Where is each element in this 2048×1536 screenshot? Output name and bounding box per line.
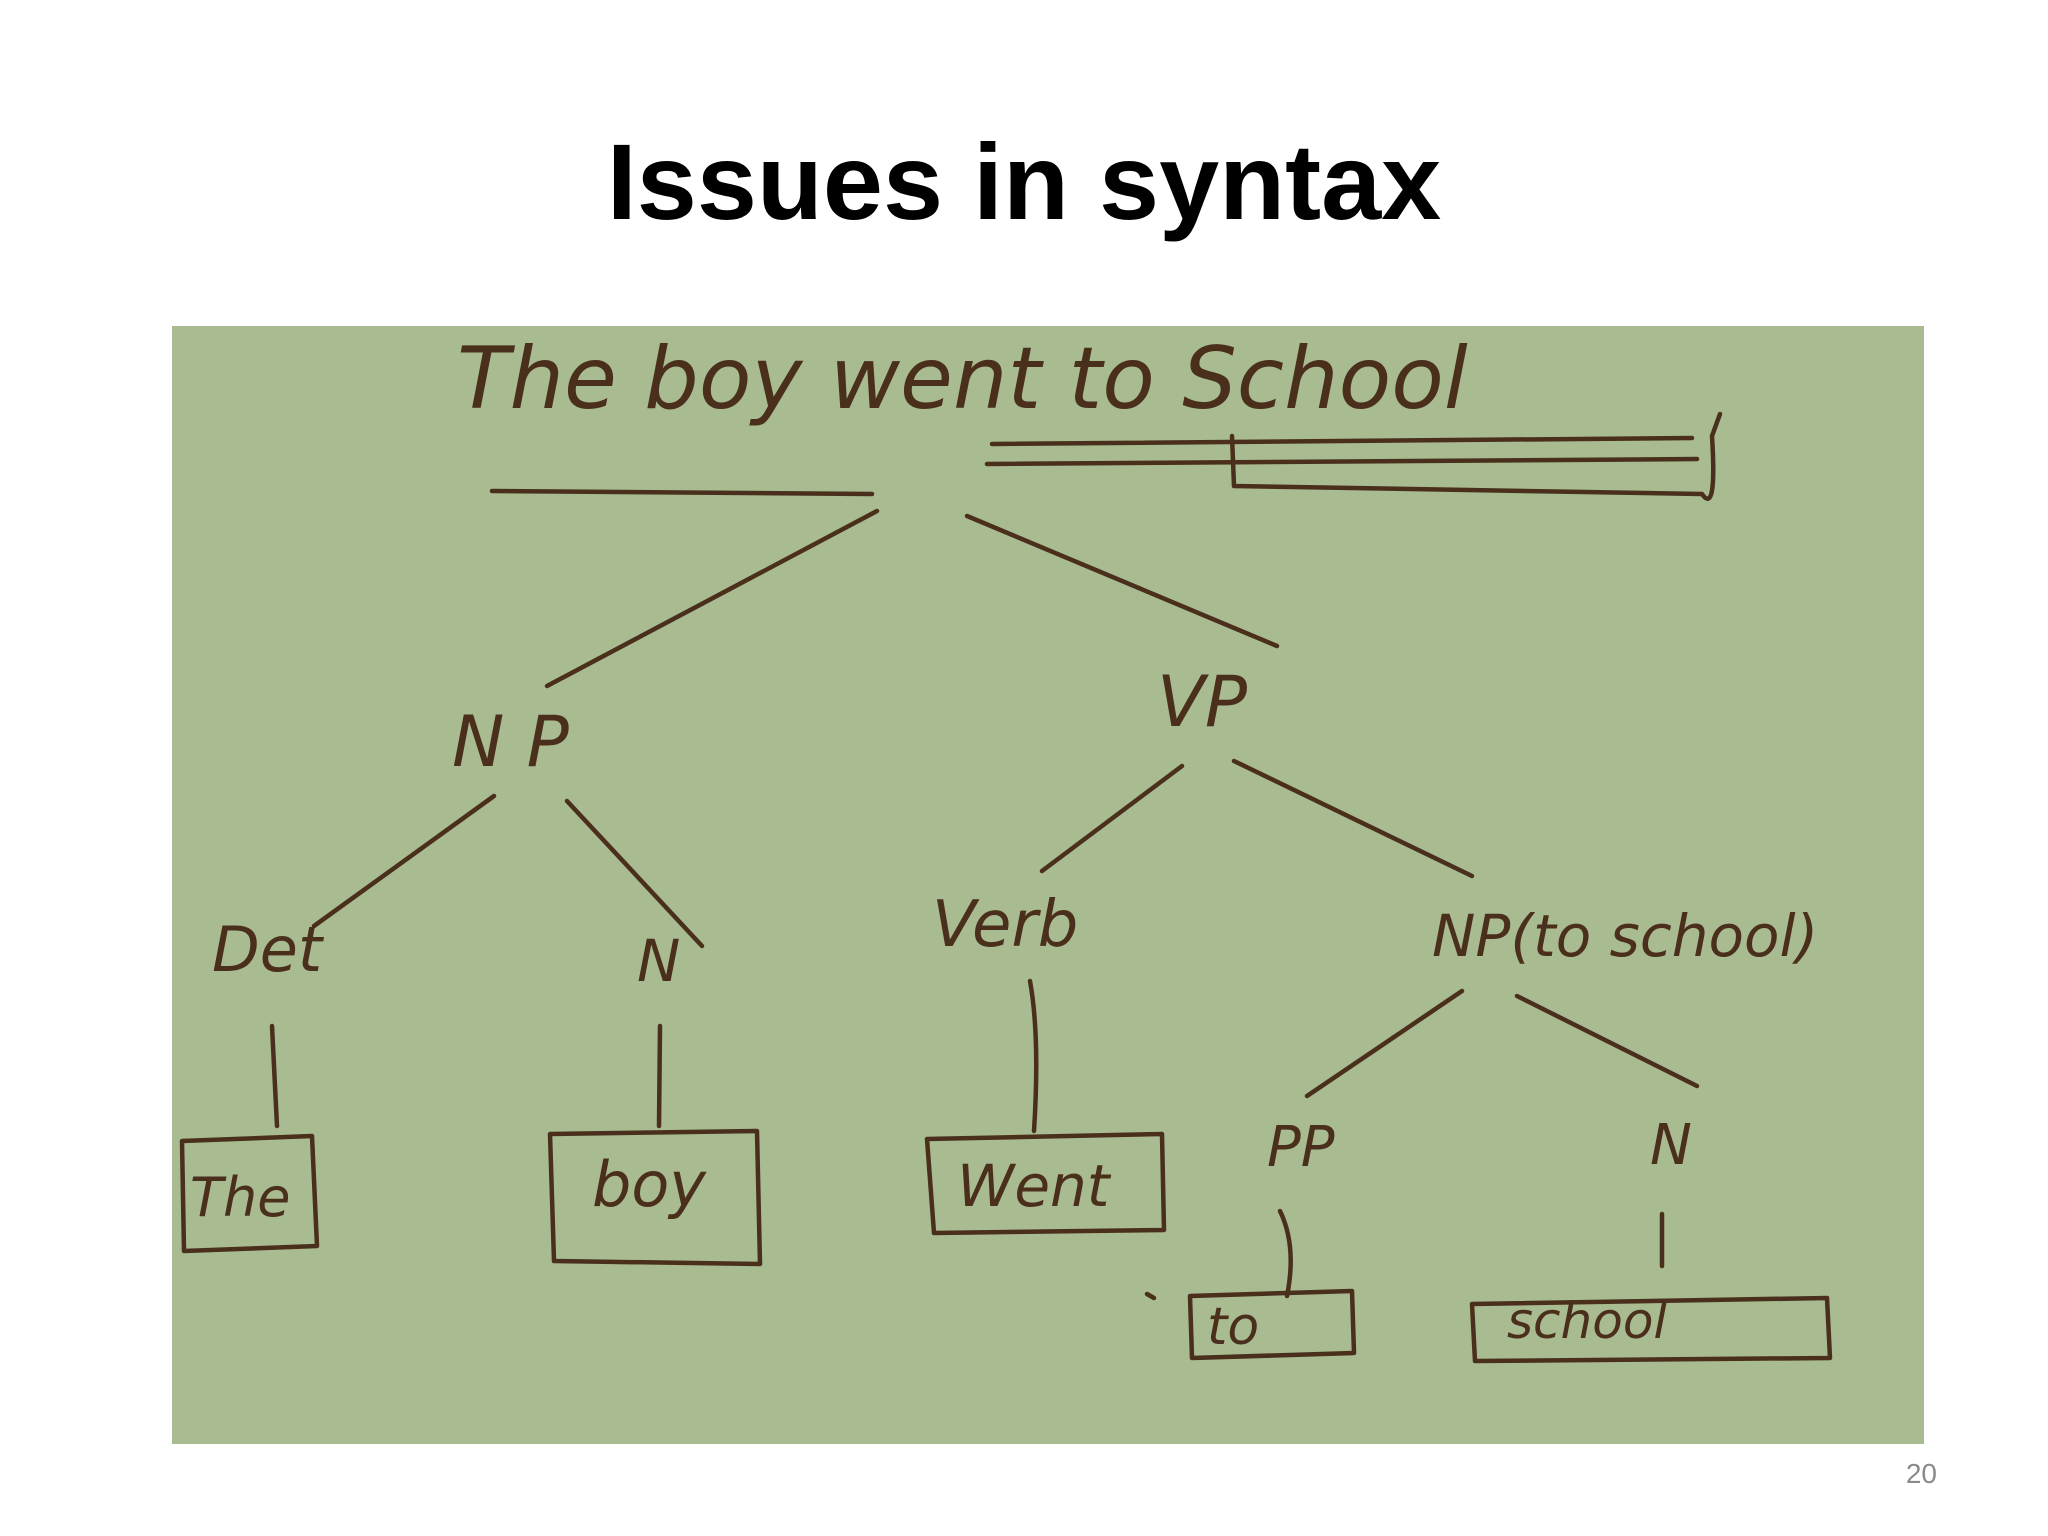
went-box: [924, 1131, 1167, 1236]
boy-box: [547, 1128, 763, 1267]
s-vp-edge: [964, 513, 1280, 649]
np2-n-edge: [1514, 993, 1700, 1089]
vp-np2-edge: [1231, 758, 1475, 879]
to-box: [1187, 1288, 1357, 1361]
syntax-tree-diagram: The boy went to School N P VP Det N Verb…: [179, 329, 1833, 1364]
leaf-school: school: [1507, 1292, 1667, 1350]
np-node: N P: [452, 701, 570, 783]
n1-leaf-edge: [656, 1023, 663, 1129]
school-box: [1469, 1295, 1833, 1364]
np2-node: NP(to school): [1432, 902, 1818, 970]
verb-node: Verb: [932, 888, 1078, 962]
the-box: [179, 1133, 320, 1254]
vp-verb-edge: [1039, 763, 1185, 874]
vp-underline-2: [984, 456, 1700, 467]
np-det-edge: [311, 793, 497, 929]
page-number: 20: [1905, 1458, 1937, 1489]
n1-node: N: [637, 927, 680, 995]
leaf-to: to: [1207, 1297, 1259, 1357]
np-n-edge: [564, 798, 705, 949]
to-school-bracket: [1229, 411, 1723, 501]
leaf-the: The: [190, 1166, 290, 1229]
verb-leaf-edge: [1027, 978, 1039, 1134]
det-leaf-edge: [269, 1023, 280, 1129]
sentence-text: The boy went to School: [457, 329, 1468, 429]
det-node: Det: [212, 913, 325, 986]
np2-pp-edge: [1304, 988, 1465, 1099]
pp-leaf-edge: [1277, 1208, 1293, 1299]
slide-title: Issues in syntax: [606, 121, 1442, 242]
np-underline: [489, 488, 875, 497]
vp-underline-1: [989, 435, 1695, 447]
s-np-edge: [544, 508, 880, 689]
pp-node: PP: [1267, 1115, 1335, 1180]
stray-mark: [1144, 1291, 1157, 1301]
syntax-tree-photo: The boy went to School N P VP Det N Verb…: [172, 326, 1924, 1444]
vp-node: VP: [1157, 661, 1248, 743]
leaf-went: Went: [957, 1152, 1112, 1220]
leaf-boy: boy: [592, 1148, 707, 1221]
n2-node: N: [1650, 1113, 1692, 1178]
